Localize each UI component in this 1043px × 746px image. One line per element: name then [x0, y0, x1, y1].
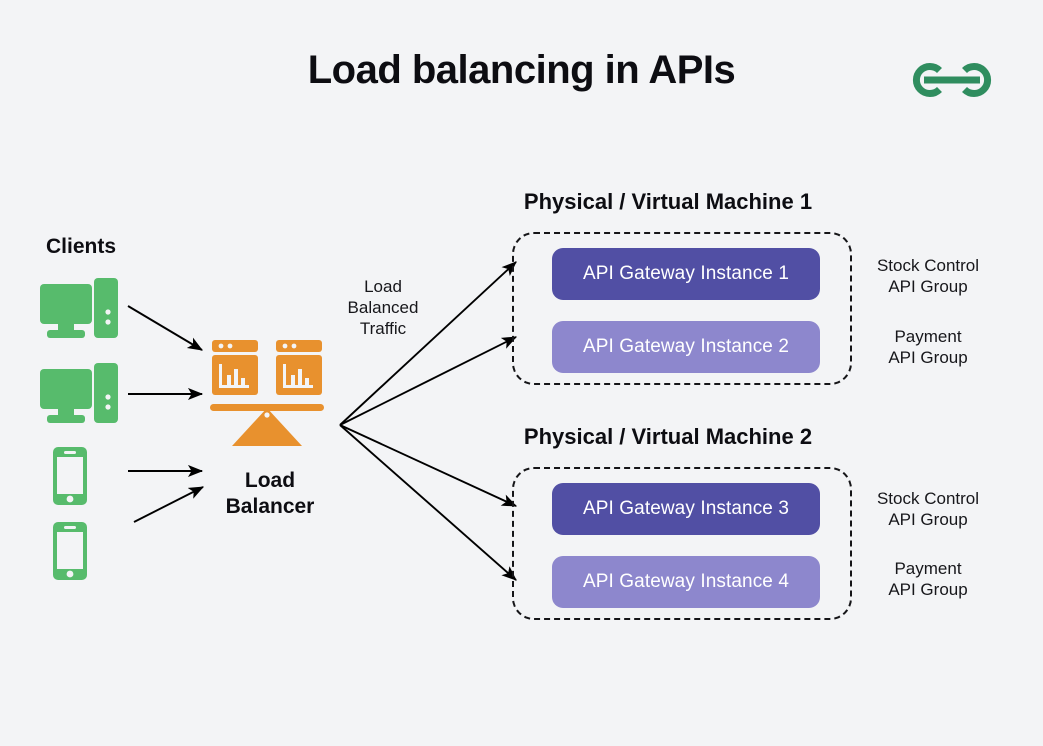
machine-1-container: API Gateway Instance 1 API Gateway Insta… [512, 232, 852, 385]
group-label-line2: API Group [888, 277, 968, 296]
machine-1-stock-control-group-label: Stock Control API Group [848, 255, 1008, 297]
load-balancer-label: Load Balancer [190, 468, 350, 520]
group-label-line1: Stock Control [876, 256, 980, 275]
traffic-label-line2: Balanced [347, 298, 419, 317]
group-label-line2: API Group [888, 510, 968, 529]
load-balanced-traffic-label: Load Balanced Traffic [330, 276, 436, 339]
group-label-line1: Payment [894, 559, 962, 578]
load-balancer-scale-icon [206, 336, 328, 458]
machine-2-stock-control-group-label: Stock Control API Group [848, 488, 1008, 530]
load-balancer-label-line1: Load [244, 469, 296, 492]
api-gateway-instance-4[interactable]: API Gateway Instance 4 [552, 556, 820, 608]
machine-2-container: API Gateway Instance 3 API Gateway Insta… [512, 467, 852, 620]
client-desktop-icon [38, 276, 120, 344]
api-gateway-instance-3[interactable]: API Gateway Instance 3 [552, 483, 820, 535]
traffic-label-line1: Load [364, 277, 402, 296]
load-balancer-label-line2: Balancer [225, 495, 315, 518]
machine-2-payment-group-label: Payment API Group [848, 558, 1008, 600]
api-gateway-instance-2[interactable]: API Gateway Instance 2 [552, 321, 820, 373]
machine-1-title: Physical / Virtual Machine 1 [523, 189, 813, 214]
clients-label: Clients [45, 235, 116, 258]
machine-2-title: Physical / Virtual Machine 2 [523, 424, 813, 449]
geeksforgeeks-logo [912, 52, 992, 104]
traffic-label-line3: Traffic [359, 319, 407, 338]
group-label-line2: API Group [888, 348, 968, 367]
api-gateway-instance-1[interactable]: API Gateway Instance 1 [552, 248, 820, 300]
client-desktop-icon [38, 361, 120, 429]
client-smartphone-icon [52, 521, 88, 581]
group-label-line2: API Group [888, 580, 968, 599]
machine-1-payment-group-label: Payment API Group [848, 326, 1008, 368]
group-label-line1: Payment [894, 327, 962, 346]
client-smartphone-icon [52, 446, 88, 506]
page-title: Load balancing in APIs [307, 48, 736, 92]
group-label-line1: Stock Control [876, 489, 980, 508]
